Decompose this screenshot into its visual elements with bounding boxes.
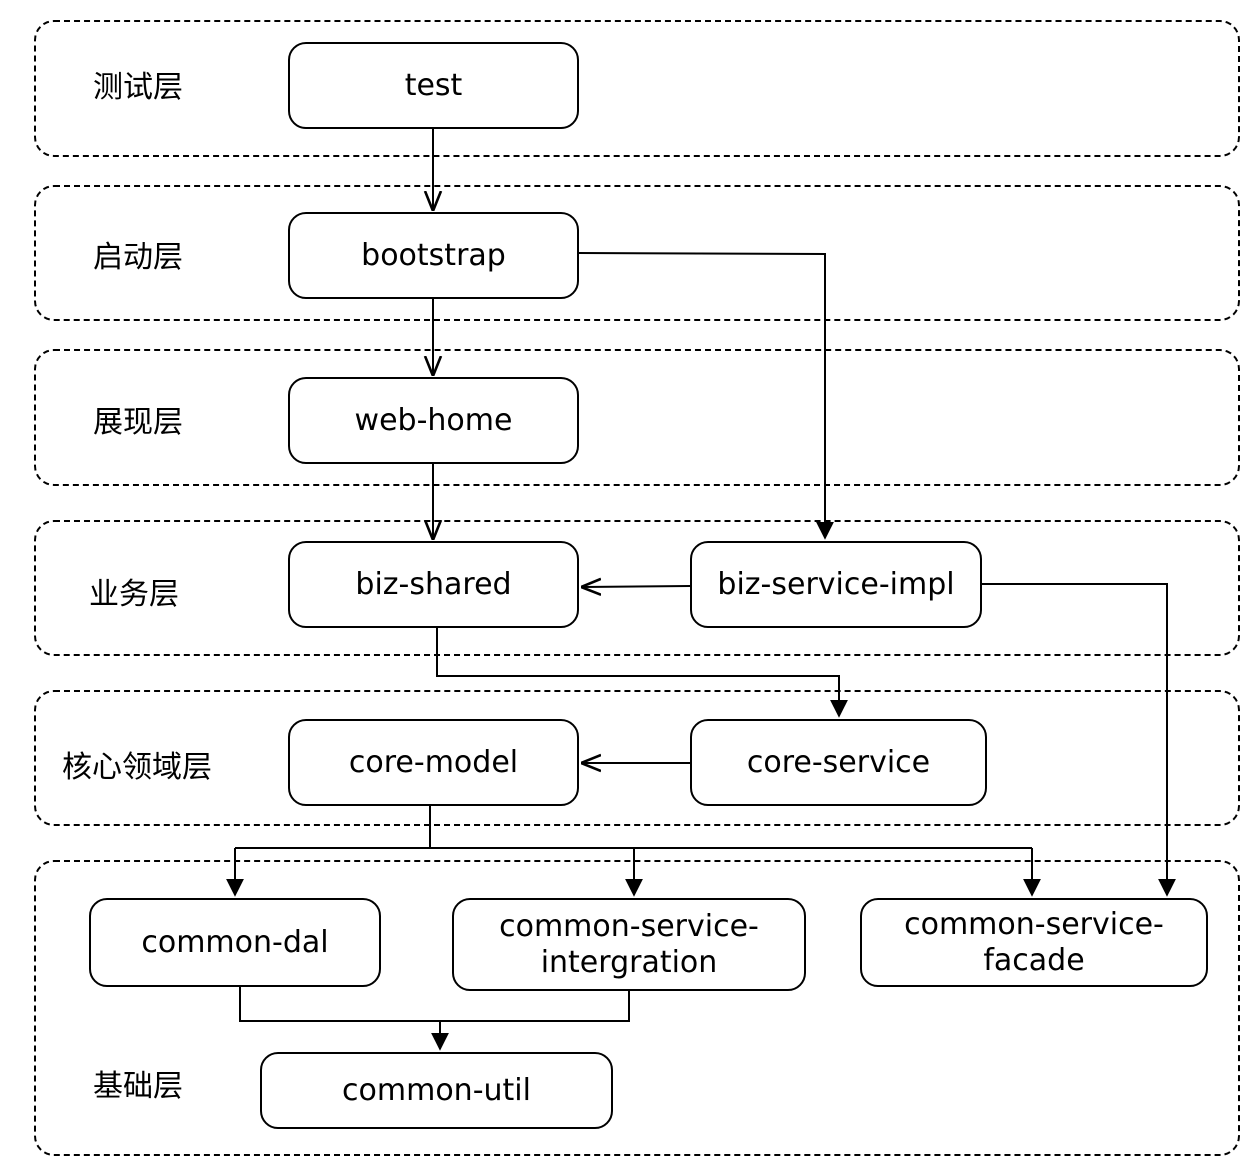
layer-label-bootstrap: 启动层 [93, 240, 183, 275]
edge-biz-service-impl-common-service-facade [982, 583, 1176, 897]
layer-label-test: 测试层 [93, 70, 183, 105]
edge-biz-service-impl-biz-shared [583, 586, 691, 587]
layer-label-web: 展现层 [93, 405, 183, 440]
layer-web [34, 349, 1240, 486]
layer-label-core: 核心领域层 [62, 750, 212, 785]
node-web-home: web-home [288, 377, 579, 464]
layer-common [34, 860, 1240, 1156]
node-common-service-intergration: common-service- intergration [452, 898, 806, 991]
node-biz-service-impl: biz-service-impl [690, 541, 982, 628]
node-test: test [288, 42, 579, 129]
node-common-util: common-util [260, 1052, 613, 1129]
node-common-dal: common-dal [89, 898, 381, 987]
edge-bootstrap-biz-service-impl [577, 252, 834, 540]
node-bootstrap: bootstrap [288, 212, 579, 299]
node-core-model: core-model [288, 719, 579, 806]
node-core-service: core-service [690, 719, 987, 806]
layer-bootstrap [34, 185, 1240, 321]
layer-label-biz: 业务层 [89, 577, 179, 612]
layer-label-common: 基础层 [93, 1069, 183, 1104]
edge-biz-shared-core-service [436, 628, 848, 718]
node-biz-shared: biz-shared [288, 541, 579, 628]
node-common-service-facade: common-service- facade [860, 898, 1208, 987]
edge-common-dal-common-util [239, 987, 630, 1022]
layer-test [34, 20, 1240, 157]
layer-biz [34, 520, 1240, 656]
layer-core [34, 690, 1240, 826]
